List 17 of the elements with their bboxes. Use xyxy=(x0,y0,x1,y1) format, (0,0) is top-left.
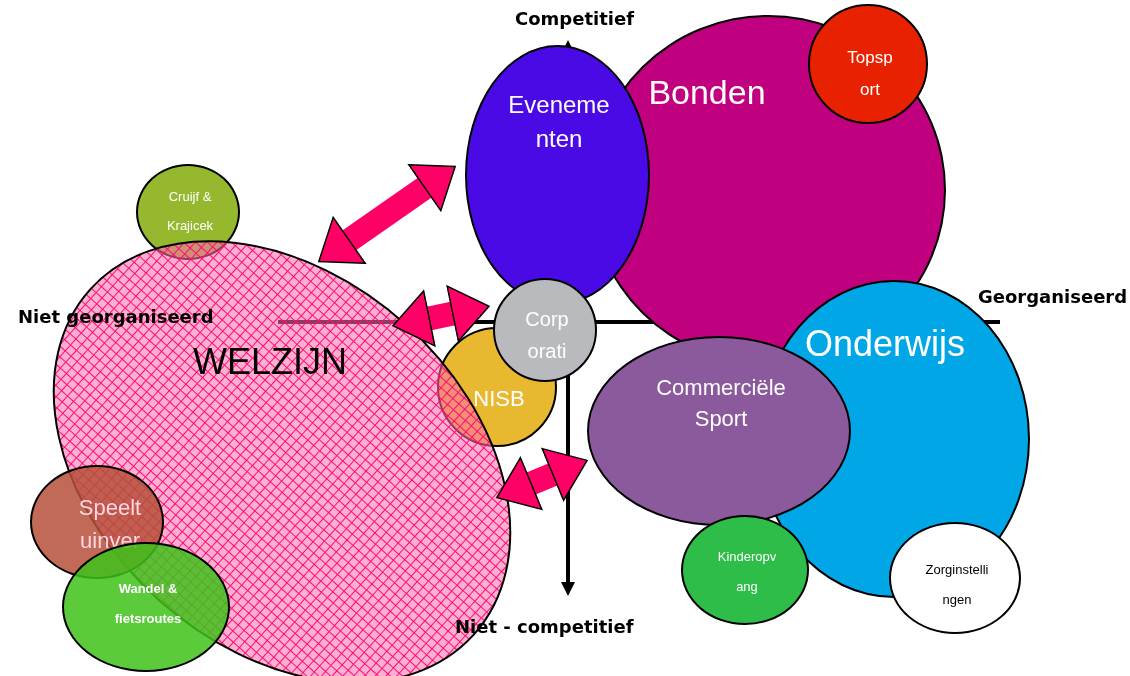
double-arrow xyxy=(392,285,490,347)
double-arrow xyxy=(496,447,588,511)
bubble-label: Cruijf & Krajicek xyxy=(165,188,215,235)
bubble-label: Onderwijs xyxy=(803,322,967,366)
bubble-label: Eveneme nten xyxy=(507,90,611,154)
bubble-label: Kinderopv ang xyxy=(716,548,778,596)
bubble-label: Zorginstelli ngen xyxy=(924,561,990,609)
axis-label: Competitief xyxy=(515,8,634,29)
bubble-label: Commerciële Sport xyxy=(655,374,787,433)
bubble-label: Bonden xyxy=(647,71,767,113)
bubble-label: Topsp ort xyxy=(846,46,894,101)
bubble-label: Wandel & fietsroutes xyxy=(113,580,183,628)
axis-label: Georganiseerd xyxy=(978,286,1128,307)
bubble-label: Corp orati xyxy=(524,307,570,364)
bubble-label: Speelt uinver xyxy=(77,494,143,555)
double-arrow xyxy=(318,163,456,265)
bubble-label: NISB xyxy=(472,385,526,413)
